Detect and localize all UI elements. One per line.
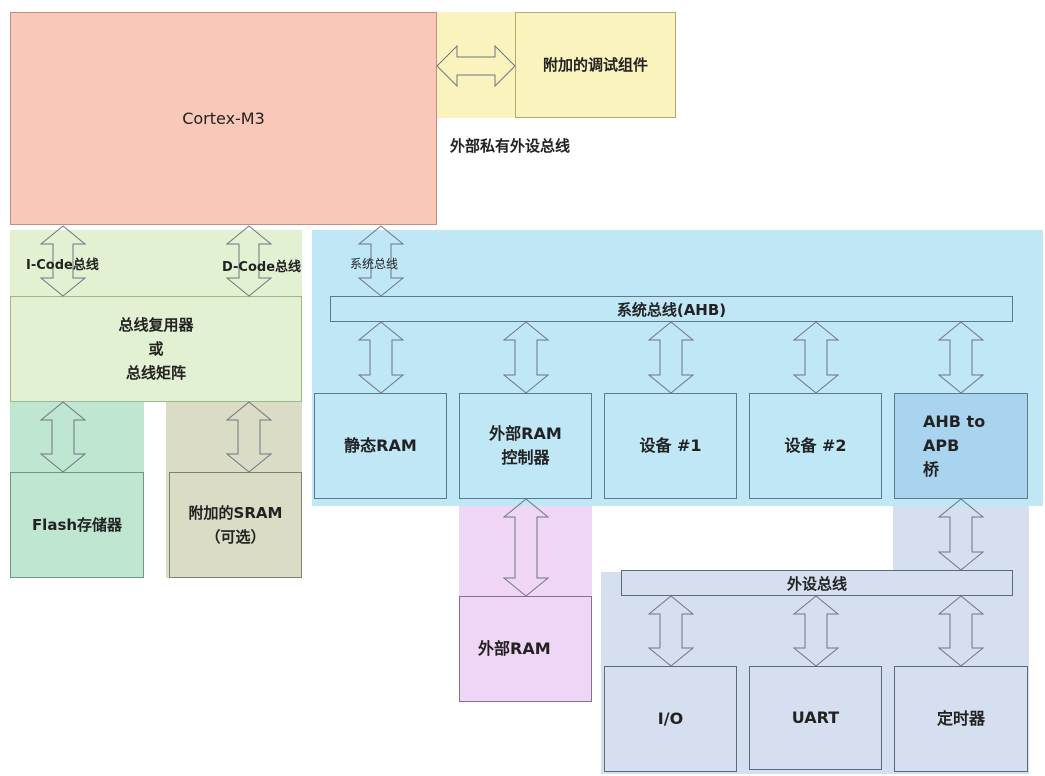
cpu-debug-arrow: [436, 44, 516, 88]
flash-memory-label: Flash存储器: [31, 516, 123, 534]
external-ram-controller-block: 外部RAM 控制器: [459, 393, 592, 499]
external-ram-block: 外部RAM: [459, 596, 592, 702]
ahb-arrow-2: [502, 321, 550, 394]
device-2-label: 设备 #2: [784, 436, 847, 455]
bridge-region-bg: [893, 506, 1029, 576]
debug-component: 附加的调试组件: [515, 12, 676, 118]
ahb-arrow-4: [792, 321, 840, 394]
ahb-arrow-5: [937, 321, 985, 394]
ahb-arrow-3: [647, 321, 695, 394]
device-1-block: 设备 #1: [604, 393, 737, 499]
external-ram-label: 外部RAM: [478, 639, 551, 658]
cortex-m3-label: Cortex-M3: [182, 108, 265, 128]
peripheral-bus-label: 外设总线: [786, 574, 847, 593]
bus-matrix: 总线复用器 或 总线矩阵: [10, 296, 302, 402]
cortex-m3-core: Cortex-M3: [10, 12, 437, 225]
timer-block: 定时器: [894, 666, 1028, 772]
dcode-arrow: [225, 225, 273, 297]
io-label: I/O: [657, 709, 684, 728]
flash-memory: Flash存储器: [10, 472, 144, 578]
external-ram-arrow: [502, 498, 550, 597]
system-bus-arrow: [357, 225, 405, 297]
ahb-to-apb-bridge-block: AHB to APB 桥: [894, 393, 1028, 499]
icode-arrow: [39, 225, 87, 297]
apb-arrow-2: [792, 595, 840, 667]
device-1-label: 设备 #1: [639, 436, 702, 455]
io-block: I/O: [604, 666, 737, 772]
icode-bus-label: I-Code总线: [26, 258, 99, 273]
apb-arrow-3: [937, 595, 985, 667]
apb-arrow-1: [647, 595, 695, 667]
bridge-peripheral-arrow: [937, 498, 985, 571]
system-bus-ahb-label: 系统总线(AHB): [616, 300, 727, 319]
ahb-arrow-1: [357, 321, 405, 394]
uart-block: UART: [749, 666, 882, 770]
debug-component-label: 附加的调试组件: [542, 56, 648, 74]
sram-memory: 附加的SRAM （可选）: [169, 472, 302, 578]
bus-matrix-label: 总线复用器 或 总线矩阵: [118, 316, 194, 382]
device-2-block: 设备 #2: [749, 393, 882, 499]
dcode-bus-label: D-Code总线: [222, 260, 302, 275]
external-private-bus-label: 外部私有外设总线: [450, 137, 571, 155]
system-bus-ahb-bar: 系统总线(AHB): [330, 296, 1013, 322]
external-ram-controller-label: 外部RAM 控制器: [489, 424, 562, 467]
timer-label: 定时器: [936, 709, 985, 728]
peripheral-bus-bar: 外设总线: [621, 570, 1013, 596]
static-ram-label: 静态RAM: [344, 436, 417, 455]
static-ram-block: 静态RAM: [314, 393, 447, 499]
sram-memory-label: 附加的SRAM （可选）: [188, 504, 283, 546]
uart-label: UART: [791, 708, 840, 727]
flash-arrow: [39, 401, 87, 473]
system-bus-short-label: 系统总线: [350, 257, 399, 271]
debug-region-bg: [436, 12, 516, 118]
ahb-to-apb-bridge-label: AHB to APB 桥: [923, 412, 986, 479]
sram-arrow: [225, 401, 273, 473]
